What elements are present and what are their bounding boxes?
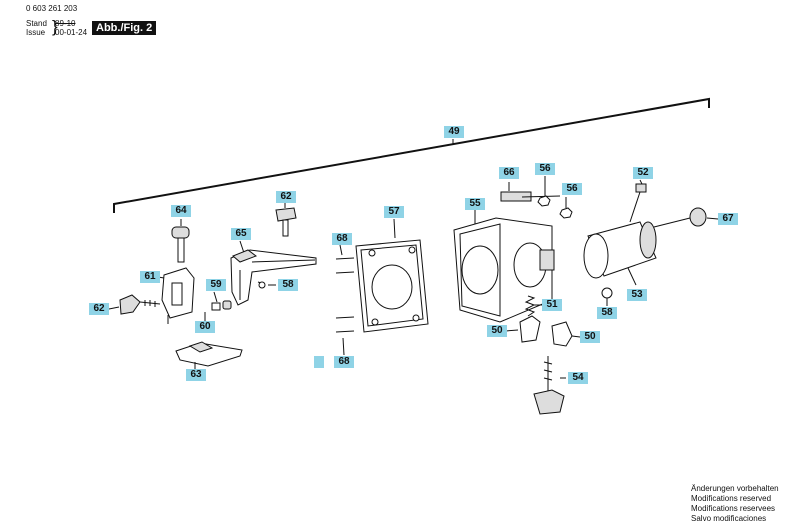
callout-61: 61 xyxy=(140,271,160,283)
stand-value: 89-10 xyxy=(55,19,76,28)
callout-54: 54 xyxy=(568,372,588,384)
callout-51: 51 xyxy=(542,299,562,311)
callout-65: 65 xyxy=(231,228,251,240)
issue-value: 00-01-24 xyxy=(55,28,88,37)
assembly-bracket xyxy=(113,97,710,213)
parts-59-60 xyxy=(204,291,232,321)
latch-50-left xyxy=(504,315,541,343)
part-number: 0 603 261 203 xyxy=(26,4,78,13)
callout-59: 59 xyxy=(206,279,226,291)
callout-52: 52 xyxy=(633,167,653,179)
note-french: Modifications reservees xyxy=(691,504,776,513)
callout-53: 53 xyxy=(627,289,647,301)
callout-60: 60 xyxy=(195,321,215,333)
wing-knob-62-top xyxy=(275,202,297,237)
callout-56-top: 56 xyxy=(535,163,555,175)
callout-64: 64 xyxy=(171,205,191,217)
nuts-56 xyxy=(537,176,573,219)
modification-notes: Änderungen vorbehalten Modifications res… xyxy=(691,484,779,524)
callout-55: 55 xyxy=(465,198,485,210)
clamp-61 xyxy=(157,267,195,324)
note-english: Modifications reserved xyxy=(691,494,772,503)
callout-marker xyxy=(314,356,324,368)
note-german: Änderungen vorbehalten xyxy=(691,484,779,493)
base-63 xyxy=(175,341,243,370)
bolt-54 xyxy=(533,356,566,415)
tube-53 xyxy=(583,221,657,286)
callout-68-bottom: 68 xyxy=(334,356,354,368)
callout-63: 63 xyxy=(186,369,206,381)
callout-50-left: 50 xyxy=(487,325,507,337)
figure-label: Abb./Fig. 2 xyxy=(92,21,157,35)
callout-66: 66 xyxy=(499,167,519,179)
label-plate-66 xyxy=(500,182,561,202)
screw-52 xyxy=(629,179,647,223)
washer-58-right xyxy=(601,287,613,306)
callout-49: 49 xyxy=(444,126,464,138)
callout-58-left: 58 xyxy=(278,279,298,291)
callout-57: 57 xyxy=(384,206,404,218)
callout-67: 67 xyxy=(718,213,738,225)
screws-68 xyxy=(335,244,355,356)
latch-50-right xyxy=(551,321,581,347)
callout-62-top: 62 xyxy=(276,191,296,203)
knob-64 xyxy=(171,219,190,263)
issue-label: Issue xyxy=(26,28,46,37)
housing-55 xyxy=(453,210,555,323)
plate-57 xyxy=(355,218,429,333)
guide-65 xyxy=(230,240,317,306)
stand-label: Stand xyxy=(26,19,47,28)
callout-50-right: 50 xyxy=(580,331,600,343)
callout-56-right: 56 xyxy=(562,183,582,195)
callout-58-right: 58 xyxy=(597,307,617,319)
spring-51 xyxy=(524,295,542,317)
note-spanish: Salvo modificaciones xyxy=(691,514,767,523)
callout-68-top: 68 xyxy=(332,233,352,245)
callout-62-left: 62 xyxy=(89,303,109,315)
wing-knob-62-left xyxy=(108,294,161,315)
header-brace: } xyxy=(52,17,58,36)
screw-67 xyxy=(653,207,719,228)
